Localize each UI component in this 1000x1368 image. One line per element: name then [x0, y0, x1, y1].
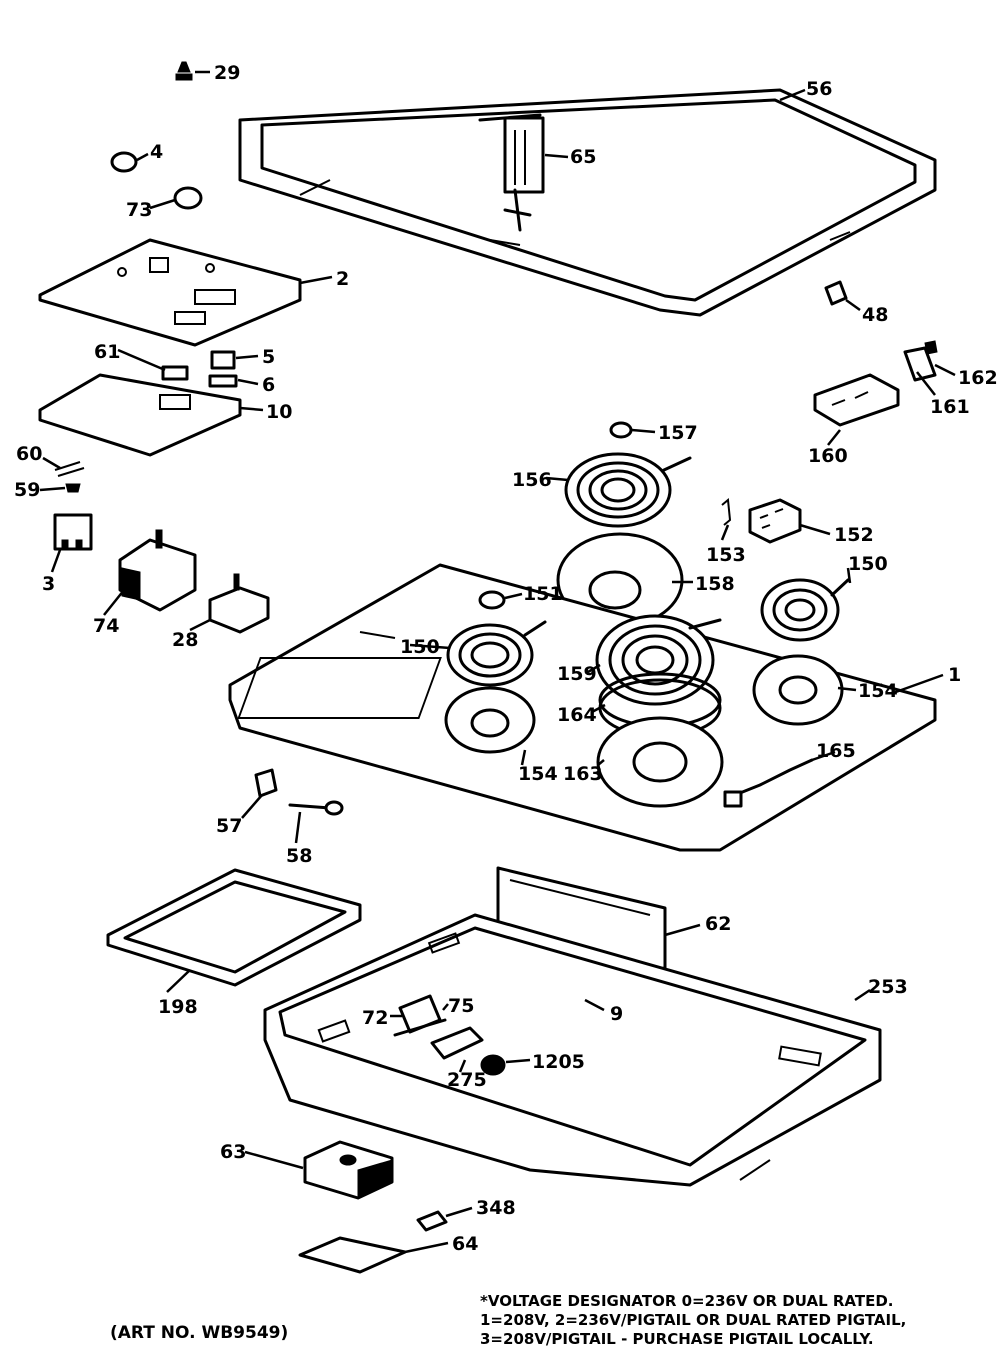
- bracket-clip-part: [903, 346, 937, 382]
- label-74: 74: [93, 615, 119, 637]
- spring-part: [924, 340, 938, 355]
- label-160: 160: [808, 445, 848, 467]
- label-64: 64: [452, 1233, 478, 1255]
- label-150-left: 150: [400, 636, 440, 658]
- label-4: 4: [150, 141, 163, 163]
- receptacle-left-part: [478, 590, 506, 610]
- label-63: 63: [220, 1141, 246, 1163]
- grommet-black-part: [480, 1054, 506, 1076]
- wire-harness-part: [393, 1018, 447, 1037]
- label-152: 152: [834, 524, 874, 546]
- label-62: 62: [705, 913, 731, 935]
- part-labels: 29 4 73 2 61 5 6 10 60 59 3 74 28 56 65 …: [14, 62, 998, 1255]
- label-158: 158: [695, 573, 735, 595]
- tray-part: [106, 868, 362, 987]
- knob-alt-part: [173, 186, 203, 210]
- label-56: 56: [806, 78, 832, 100]
- trim-clip-part: [824, 280, 848, 306]
- art-number: (ART NO. WB9549): [110, 1323, 288, 1343]
- label-153: 153: [706, 544, 746, 566]
- label-1: 1: [948, 664, 961, 686]
- left-drip-pan-part: [444, 686, 536, 754]
- label-163: 163: [563, 763, 603, 785]
- label-28: 28: [172, 629, 198, 651]
- burner-box-part: [263, 913, 882, 1187]
- label-65: 65: [570, 146, 596, 168]
- label-6: 6: [262, 374, 275, 396]
- label-161: 161: [930, 396, 970, 418]
- cover-plate-part: [298, 1236, 407, 1274]
- center-drip-pan-part: [596, 716, 724, 808]
- label-9: 9: [610, 1003, 623, 1025]
- retainer-clip-part: [416, 1210, 448, 1232]
- label-162: 162: [958, 367, 998, 389]
- wire-clip-part: [478, 113, 545, 232]
- label-3: 3: [42, 573, 55, 595]
- rotary-switch-part: [208, 573, 270, 634]
- left-surface-element-part: [446, 620, 547, 687]
- label-150-right: 150: [848, 553, 888, 575]
- label-2: 2: [336, 268, 349, 290]
- control-panel-part: [38, 238, 302, 347]
- label-57: 57: [216, 815, 242, 837]
- receptacle-small-part: [609, 421, 633, 439]
- mounting-plate-part: [38, 373, 242, 457]
- label-154-left: 154: [518, 763, 558, 785]
- right-drip-pan-part: [752, 654, 844, 726]
- label-157: 157: [658, 422, 698, 444]
- terminal-strip-part: [430, 1026, 484, 1060]
- knob-part: [110, 151, 138, 173]
- label-165: 165: [816, 740, 856, 762]
- leader-lines: [39, 70, 956, 1254]
- label-72: 72: [362, 1007, 388, 1029]
- screw-part: [175, 61, 193, 81]
- label-58: 58: [286, 845, 312, 867]
- hinge-clip-part: [254, 768, 278, 798]
- label-156: 156: [512, 469, 552, 491]
- clip-part: [210, 350, 236, 370]
- label-198: 198: [158, 996, 198, 1018]
- label-253: 253: [868, 976, 908, 998]
- footnote-line-2: 1=208V, 2=236V/PIGTAIL OR DUAL RATED PIG…: [480, 1311, 906, 1329]
- voltage-footnote: *VOLTAGE DESIGNATOR 0=236V OR DUAL RATED…: [480, 1292, 906, 1348]
- infinite-switch-part: [118, 529, 197, 612]
- label-275: 275: [447, 1069, 487, 1091]
- label-75: 75: [448, 995, 474, 1017]
- label-159: 159: [557, 663, 597, 685]
- label-1205: 1205: [532, 1051, 585, 1073]
- terminal-clip-part: [721, 498, 732, 526]
- receptacle-part: [813, 373, 900, 427]
- label-59: 59: [14, 479, 40, 501]
- label-61: 61: [94, 341, 120, 363]
- right-surface-element-part: [760, 578, 850, 642]
- label-151: 151: [523, 583, 563, 605]
- label-348: 348: [476, 1197, 516, 1219]
- large-surface-element-part: [564, 452, 692, 528]
- label-5: 5: [262, 346, 275, 368]
- switch-part: [53, 513, 93, 551]
- label-48: 48: [862, 304, 888, 326]
- label-73: 73: [126, 199, 152, 221]
- label-29: 29: [214, 62, 240, 84]
- footnote-line-1: *VOLTAGE DESIGNATOR 0=236V OR DUAL RATED…: [480, 1292, 893, 1310]
- label-164: 164: [557, 704, 597, 726]
- label-10: 10: [266, 401, 292, 423]
- terminal-block-part: [748, 498, 802, 544]
- hinge-screw-part: [288, 800, 344, 816]
- bracket-part: [161, 365, 189, 381]
- ground-wire-part: [723, 758, 814, 808]
- label-154-right: 154: [858, 680, 898, 702]
- spacer-part: [208, 374, 238, 388]
- footnote-line-3: 3=208V/PIGTAIL - PURCHASE PIGTAIL LOCALL…: [480, 1330, 874, 1348]
- grommet-part: [65, 483, 81, 493]
- cooktop-main-top-part: [228, 563, 937, 852]
- junction-box-part: [303, 1140, 394, 1200]
- frame-trim-part: [238, 88, 937, 317]
- label-60: 60: [16, 443, 42, 465]
